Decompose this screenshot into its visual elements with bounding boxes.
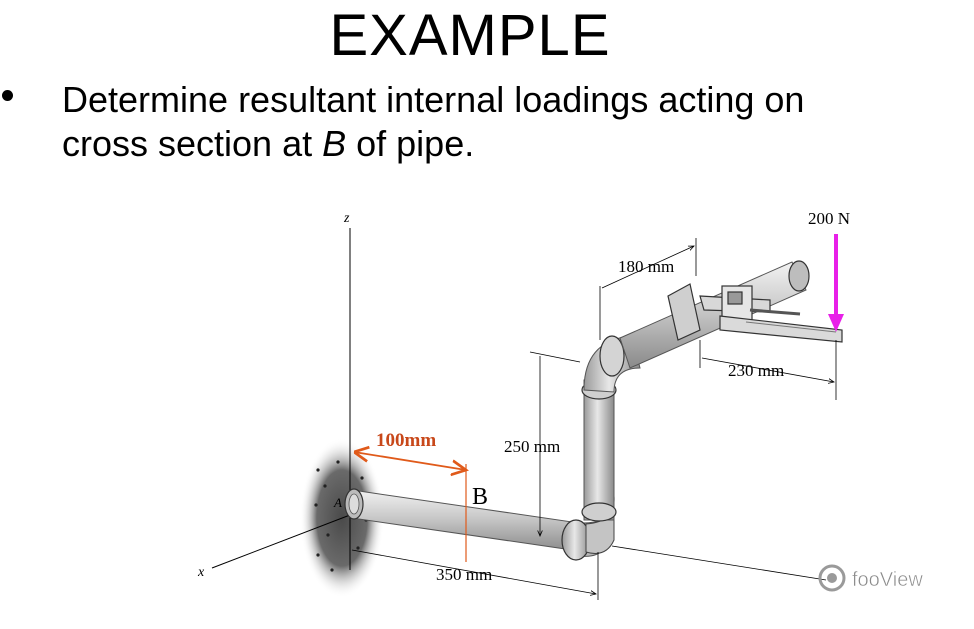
pipe-end-a-inner (348, 493, 360, 515)
dim-250-ext-top (529, 351, 581, 363)
bullet-line-1: Determine resultant internal loadings ac… (62, 79, 805, 120)
force-arrow-head (828, 314, 844, 332)
dim-extension-right (611, 545, 827, 581)
bullet-text: Determine resultant internal loadings ac… (62, 78, 962, 166)
dim-180-label: 180 mm (618, 257, 674, 276)
dim-230-label: 230 mm (728, 361, 784, 380)
pipe-vertical (583, 379, 615, 521)
elbow-upper-collar (599, 335, 625, 377)
fooview-logo-icon (818, 564, 846, 592)
wrench (667, 283, 843, 343)
pipe-upper-end (788, 260, 810, 292)
pipe-upper (619, 261, 807, 369)
dim-350-label: 350 mm (436, 565, 492, 584)
vertical-collar-bottom (581, 502, 617, 522)
dim-180-line (601, 246, 694, 289)
force-label: 200 N (808, 209, 850, 228)
slide-title: EXAMPLE (329, 3, 611, 68)
bullet-line-2-suffix: of pipe. (346, 123, 475, 164)
x-axis-line (211, 514, 351, 569)
pipe-lower (351, 489, 587, 553)
bullet-dot-icon (2, 90, 13, 101)
z-axis-label: z (343, 211, 350, 226)
dim-230-line (701, 357, 834, 382)
x-axis-label: x (197, 565, 205, 580)
dim-250-label: 250 mm (504, 437, 560, 456)
dim-100-line (354, 452, 466, 470)
watermark-text: fooView (852, 569, 923, 591)
dim-100-label: 100mm (376, 430, 436, 451)
point-a-label: A (333, 495, 342, 510)
dim-350-line (351, 549, 596, 594)
bullet-line-2-italic: B (322, 123, 347, 164)
section-b-label: B (472, 484, 488, 510)
bullet-line-2-prefix: cross section at (62, 123, 323, 164)
